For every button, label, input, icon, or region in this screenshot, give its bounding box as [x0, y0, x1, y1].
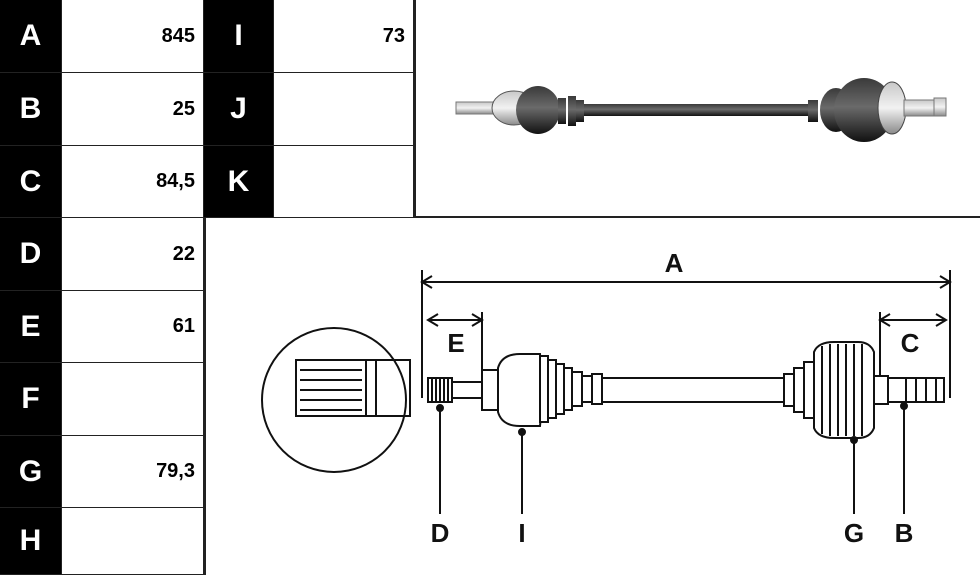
spec-value-h — [62, 508, 204, 575]
spec-key-f: F — [0, 363, 62, 436]
spec-key-c: C — [0, 146, 62, 218]
spec-value-a: 845 — [62, 0, 204, 73]
spec-value-f — [62, 363, 204, 436]
diagram-label-c: C — [901, 328, 920, 358]
spec-key-k: K — [204, 146, 274, 218]
spec-value-i: 73 — [274, 0, 414, 73]
spec-value-c: 84,5 — [62, 146, 204, 218]
spec-key-j: J — [204, 73, 274, 146]
diagram-label-e: E — [447, 328, 464, 358]
spec-value-e: 61 — [62, 291, 204, 363]
diagram-label-g: G — [844, 518, 864, 548]
diagram-label-d: D — [431, 518, 450, 548]
spec-value-d: 22 — [62, 218, 204, 291]
spline-detail-circle — [261, 327, 411, 473]
spec-value-j — [274, 73, 414, 146]
spec-value-k — [274, 146, 414, 218]
diagram-label-i: I — [518, 518, 525, 548]
spec-key-i: I — [204, 0, 274, 73]
spec-key-h: H — [0, 508, 62, 575]
spec-key-d: D — [0, 218, 62, 291]
spec-value-b: 25 — [62, 73, 204, 146]
technical-diagram: A E C D I G B — [204, 218, 980, 575]
drive-shaft-photo — [455, 78, 947, 142]
diagram-label-b: B — [895, 518, 914, 548]
spec-key-a: A — [0, 0, 62, 73]
spec-key-g: G — [0, 436, 62, 508]
drive-shaft-drawing: A E C D I G B — [261, 248, 952, 548]
product-photo — [414, 0, 980, 218]
diagram-label-a: A — [665, 248, 684, 278]
spec-key-b: B — [0, 73, 62, 146]
spec-key-e: E — [0, 291, 62, 363]
spec-value-g: 79,3 — [62, 436, 204, 508]
